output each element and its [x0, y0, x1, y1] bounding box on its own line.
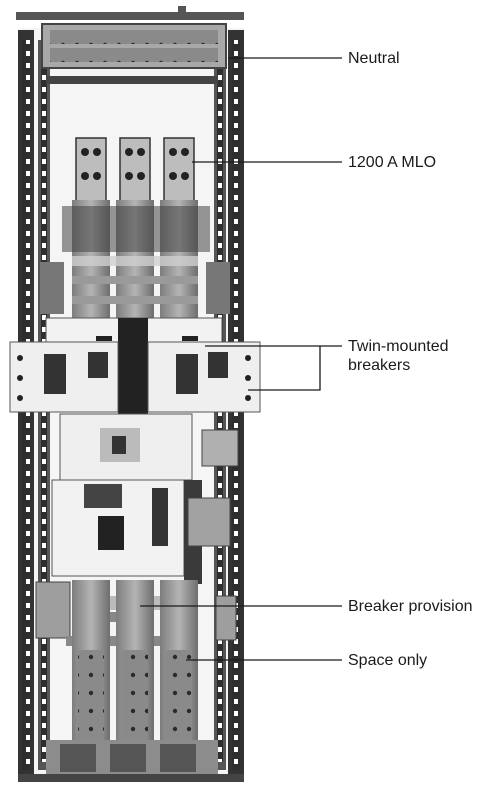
vertical-bus: [40, 200, 230, 320]
label-1200a-mlo: 1200 A MLO: [348, 154, 437, 171]
label-twin-mounted-line2: breakers: [348, 357, 411, 374]
neutral-bar: [41, 23, 227, 69]
large-breakers: [51, 413, 239, 584]
twin-breakers: [9, 317, 261, 430]
label-twin-mounted-line1: Twin-mounted: [348, 338, 449, 355]
leader-lines: [140, 57, 342, 661]
label-space-only: Space only: [348, 652, 428, 669]
bottom-base: [18, 740, 244, 782]
main-lugs: [75, 137, 195, 203]
label-neutral: Neutral: [348, 50, 400, 67]
leader-twin-mounted: [205, 345, 342, 391]
lower-bus: [72, 580, 198, 750]
label-breaker-provision: Breaker provision: [348, 598, 473, 615]
